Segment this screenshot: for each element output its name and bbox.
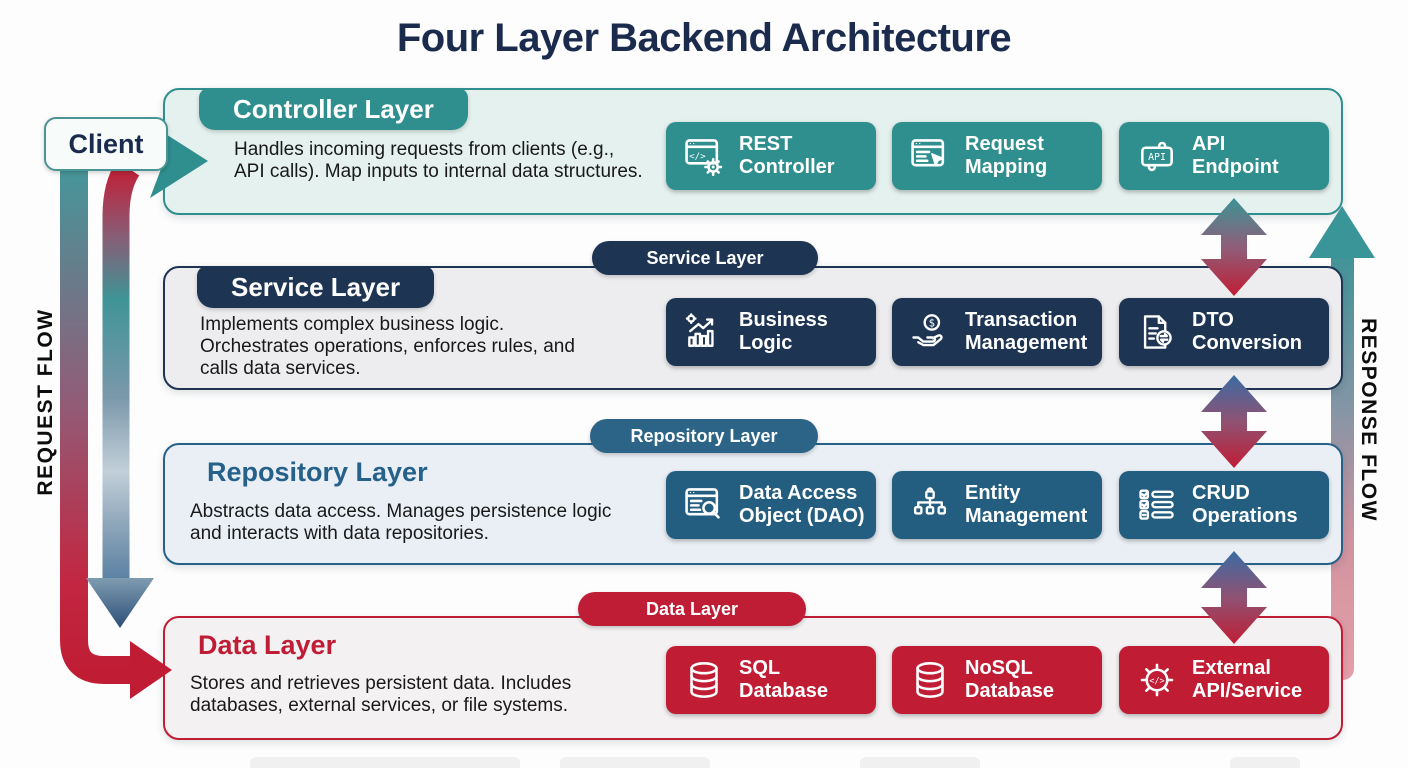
chip-transaction-management: $ Transaction Management: [892, 298, 1102, 366]
chip-entity-management: Entity Management: [892, 471, 1102, 539]
chip-business-logic: Business Logic: [666, 298, 876, 366]
service-layer-title: Service Layer: [231, 271, 401, 302]
bottom-ghost-shape: [860, 757, 980, 768]
bottom-ghost-shape: [1230, 757, 1300, 768]
svg-text:API: API: [1148, 152, 1166, 163]
svg-text:$: $: [929, 317, 935, 330]
business-logic-icon: [682, 310, 726, 354]
request-mapping-icon: [908, 134, 952, 178]
chip-label: Entity Management: [965, 482, 1088, 527]
api-endpoint-icon: API: [1135, 134, 1179, 178]
chip-request-mapping: Request Mapping: [892, 122, 1102, 190]
data-layer-panel: Data Layer Stores and retrieves persiste…: [163, 616, 1343, 740]
chip-label: CRUD Operations: [1192, 482, 1298, 527]
request-flow-arrow: [60, 170, 172, 699]
client-downstream-arrow: [86, 160, 154, 628]
external-api-icon: </>: [1135, 658, 1179, 702]
chip-api-endpoint: API API Endpoint: [1119, 122, 1329, 190]
service-layer-pill: Service Layer: [592, 241, 818, 275]
bottom-ghost-shape: [250, 757, 520, 768]
chip-label: Transaction Management: [965, 309, 1088, 354]
sql-database-icon: [682, 658, 726, 702]
response-flow-label: RESPONSE FLOW: [1357, 318, 1380, 522]
crud-operations-icon: [1135, 483, 1179, 527]
chip-label: SQL Database: [739, 657, 828, 702]
repository-layer-description: Abstracts data access. Manages persisten…: [190, 501, 612, 544]
rest-controller-icon: </>: [682, 134, 726, 178]
dto-conversion-icon: [1135, 310, 1179, 354]
svg-text:</>: </>: [1149, 675, 1164, 685]
dao-icon: [682, 483, 726, 527]
chip-label: REST Controller: [739, 133, 835, 178]
controller-layer-description: Handles incoming requests from clients (…: [234, 139, 643, 182]
chip-label: Request Mapping: [965, 133, 1048, 178]
data-layer-title: Data Layer: [198, 630, 337, 660]
chip-label: Business Logic: [739, 309, 828, 354]
controller-layer-tab: Controller Layer: [199, 88, 468, 130]
chip-rest-controller: </> REST Controller: [666, 122, 876, 190]
data-layer-description: Stores and retrieves persistent data. In…: [190, 673, 572, 716]
nosql-database-icon: [908, 658, 952, 702]
client-box: Client: [44, 117, 168, 171]
request-flow-label: REQUEST FLOW: [34, 308, 57, 496]
chip-label: External API/Service: [1192, 657, 1303, 702]
service-layer-tab: Service Layer: [197, 266, 435, 308]
chip-dto-conversion: DTO Conversion: [1119, 298, 1329, 366]
client-label: Client: [68, 128, 144, 159]
chip-dao: Data Access Object (DAO): [666, 471, 876, 539]
repository-layer-panel: Repository Layer Abstracts data access. …: [163, 443, 1343, 565]
repository-layer-title: Repository Layer: [207, 457, 428, 487]
chip-crud-operations: CRUD Operations: [1119, 471, 1329, 539]
chip-label: Data Access Object (DAO): [739, 482, 865, 527]
chip-label: NoSQL Database: [965, 657, 1054, 702]
repository-layer-pill: Repository Layer: [590, 419, 818, 453]
chip-nosql-database: NoSQL Database: [892, 646, 1102, 714]
chip-label: API Endpoint: [1192, 133, 1279, 178]
bottom-ghost-shape: [560, 757, 710, 768]
service-layer-description: Implements complex business logic. Orche…: [200, 314, 575, 379]
entity-management-icon: [908, 483, 952, 527]
chip-sql-database: SQL Database: [666, 646, 876, 714]
controller-layer-title: Controller Layer: [233, 93, 434, 124]
svg-text:</>: </>: [689, 151, 706, 162]
controller-layer-panel: Controller Layer Handles incoming reques…: [163, 88, 1343, 215]
service-layer-panel: Service Layer Implements complex busines…: [163, 266, 1343, 390]
page-title: Four Layer Backend Architecture: [396, 16, 1012, 60]
transaction-management-icon: $: [908, 310, 952, 354]
chip-label: DTO Conversion: [1192, 309, 1303, 354]
data-layer-pill: Data Layer: [578, 592, 806, 626]
chip-external-api: </> External API/Service: [1119, 646, 1329, 714]
